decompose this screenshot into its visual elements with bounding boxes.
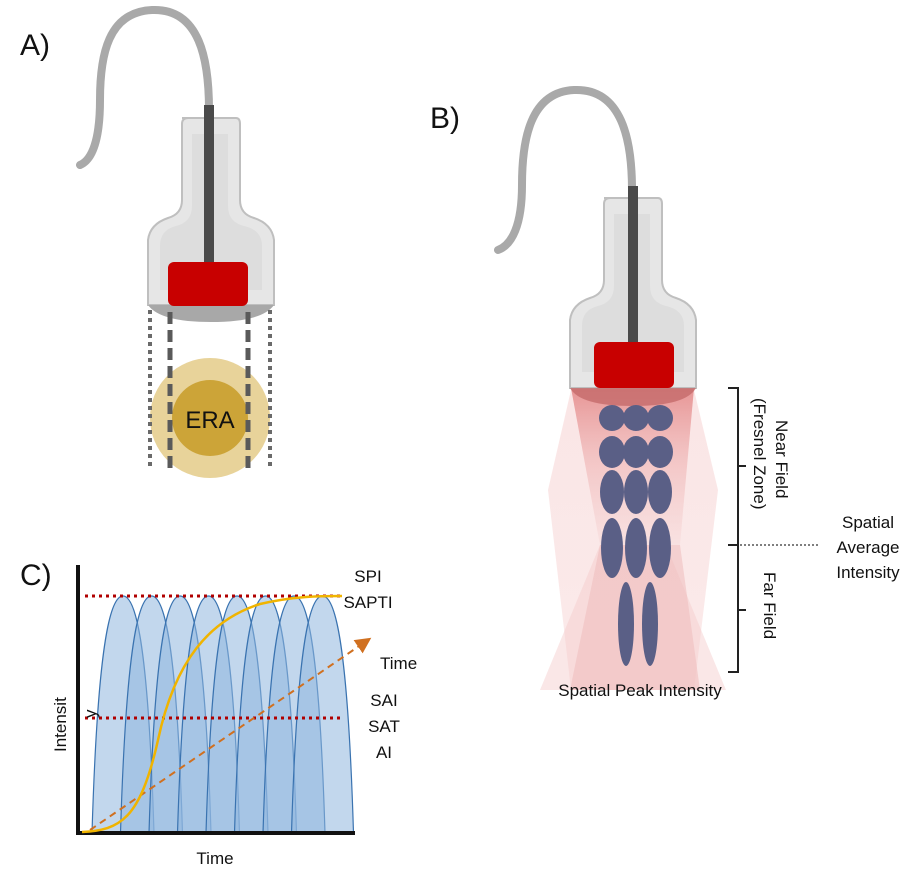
y-axis-label: Intensit (51, 697, 70, 752)
time-arrow (89, 637, 372, 831)
time-arrow-label: Time (380, 654, 417, 673)
spot (623, 405, 649, 431)
cable (76, 5, 213, 169)
spot (599, 405, 625, 431)
probe-face (570, 388, 696, 406)
spot (647, 436, 673, 468)
era-label: ERA (185, 407, 234, 434)
cable (494, 85, 636, 254)
spot (601, 518, 623, 578)
ai-label: AI (376, 743, 392, 762)
spot (624, 470, 648, 514)
era-inner-circle (172, 380, 248, 456)
panel-c-label: C) (20, 559, 52, 592)
panel-a: A) ERA (20, 5, 275, 478)
spatial-average-label-3: Intensity (836, 563, 900, 582)
panel-b: B) (430, 85, 900, 700)
spot (642, 582, 658, 666)
transducer-element (594, 342, 674, 388)
spot (647, 405, 673, 431)
projection-lines-outer (148, 310, 272, 470)
spot (649, 518, 671, 578)
spot (623, 436, 649, 468)
spot (648, 470, 672, 514)
far-field-bracket (728, 544, 739, 673)
far-field-label: Far Field (760, 572, 779, 639)
pulse-train (91, 595, 355, 834)
sat-label: SAT (368, 717, 400, 736)
sapti-label: SAPTI (343, 593, 392, 612)
y-axis-label-tail: y (81, 709, 100, 718)
spatial-average-label-2: Average (836, 538, 899, 557)
spatial-average-label-1: Spatial (842, 513, 894, 532)
projection-lines-inner (167, 312, 251, 470)
intensity-spots (599, 405, 673, 666)
fresnel-zone-label: (Fresnel Zone) (750, 398, 769, 509)
near-field-bracket (728, 387, 739, 546)
spot (599, 436, 625, 468)
spi-label: SPI (354, 567, 381, 586)
probe-shaft (204, 105, 214, 265)
beam-far-field (570, 545, 700, 690)
spot (625, 518, 647, 578)
sai-label: SAI (370, 691, 397, 710)
panel-b-label: B) (430, 102, 460, 135)
probe-face (148, 305, 274, 322)
spot (618, 582, 634, 666)
transducer-element (168, 262, 248, 306)
average-intensity-curve (81, 594, 343, 834)
panel-a-label: A) (20, 29, 50, 62)
spot (600, 470, 624, 514)
transducer-probe (569, 186, 697, 406)
near-field-label: Near Field (772, 420, 791, 498)
probe-shaft (628, 186, 638, 346)
panel-c: C) SPI SAPTI Time SAI SAT AI Intensit y … (20, 559, 417, 868)
spatial-peak-label: Spatial Peak Intensity (558, 681, 722, 700)
transducer-probe (147, 105, 275, 322)
x-axis-label: Time (196, 849, 233, 868)
